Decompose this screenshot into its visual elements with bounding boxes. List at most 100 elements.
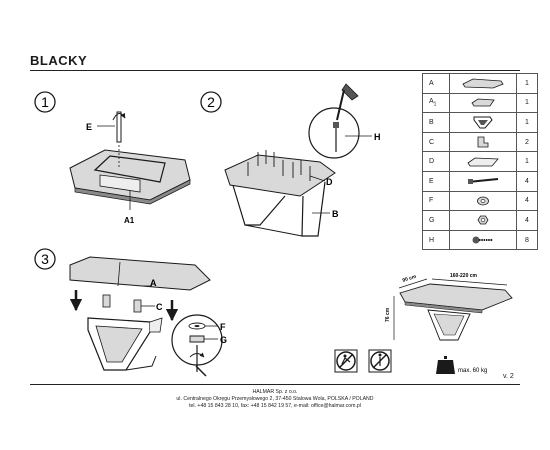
step-1-badge (34, 91, 56, 113)
step1-rotate-arrow (112, 112, 126, 121)
footer-contact: tel. +48 15 843 28 10, fax: +48 15 842 1… (189, 403, 361, 409)
part-label: A1 (422, 92, 450, 114)
callout-c: C (156, 302, 163, 312)
part-label: D (422, 151, 450, 172)
part-quantity: 1 (516, 151, 538, 172)
dim-depth-line (398, 278, 428, 289)
weight-icon (436, 356, 455, 374)
bracket-icon (449, 131, 517, 153)
part-quantity: 2 (516, 131, 538, 153)
company-footer: HALMAR Sp. z o.o. ul. Centralnego Okręgu… (0, 389, 550, 410)
callout-a1: A1 (124, 216, 135, 225)
allen-key-icon (341, 83, 359, 101)
footer-address: ul. Centralnego Okręgu Przemysłowego 2, … (176, 396, 374, 402)
part-quantity: 8 (516, 229, 538, 251)
dim-tabletop-edge (404, 301, 483, 314)
callout-d: D (326, 177, 333, 187)
step3-base-top (149, 317, 163, 333)
part-label: E (422, 170, 450, 192)
step-3-number: 3 (41, 251, 49, 267)
step3-bracket-right (133, 299, 142, 313)
part-quantity: 4 (516, 190, 538, 212)
part-label: A (422, 73, 450, 94)
dim-depth-label: 90 cm (402, 274, 418, 284)
step3-rotate-arrow (189, 352, 205, 358)
product-title: BLACKY (30, 53, 88, 68)
step2-base-bar (244, 224, 303, 237)
step2-leg-left (231, 181, 286, 226)
callout-e: E (86, 122, 92, 132)
part-label: G (422, 210, 450, 231)
step3-base-inner (95, 325, 143, 363)
base-frame-icon (449, 112, 517, 133)
step3-wrench (195, 365, 207, 377)
step-3-group: 3 A C F G (34, 248, 227, 377)
parts-row: A1 1 (422, 92, 538, 114)
step-2-group: 2 H D B (200, 83, 381, 237)
callout-b: B (332, 209, 339, 219)
part-quantity: 4 (516, 170, 538, 192)
step2-screws (247, 150, 311, 181)
step3-leaf-joint (117, 261, 121, 287)
part-label: C (422, 131, 450, 153)
step2-detail-circle (308, 107, 360, 159)
part-label: F (422, 190, 450, 212)
tabletop-icon (449, 73, 517, 94)
step2-plate (224, 154, 336, 197)
part-quantity: 1 (516, 112, 538, 133)
step3-bracket-left (102, 294, 111, 308)
step3-tabletop (69, 256, 211, 291)
part-quantity: 4 (516, 210, 538, 231)
footer-divider (30, 384, 520, 385)
header-divider (30, 70, 520, 71)
part-label: H (422, 229, 450, 251)
long-bolt-icon (449, 170, 517, 192)
step1-frame (93, 155, 166, 183)
step-2-badge (200, 91, 222, 113)
part-label: B (422, 112, 450, 133)
callout-a: A (150, 278, 157, 288)
step2-screw-head (333, 122, 339, 128)
callout-g: G (220, 335, 227, 345)
no-sitting-warning-icon (334, 349, 358, 373)
mounting-plate-icon (449, 151, 517, 172)
document-version: v. 2 (503, 373, 514, 380)
part-quantity: 1 (516, 92, 538, 114)
extension-leaf-icon (449, 92, 517, 114)
screw-icon (449, 229, 517, 251)
step-1-number: 1 (41, 94, 49, 110)
step1-tabletop-edge (74, 179, 191, 205)
no-standing-warning-icon (368, 349, 392, 373)
step-1-group: 1 E A1 (34, 91, 191, 225)
step3-washer-hole (194, 325, 200, 327)
step1-bolt (116, 111, 122, 143)
dimension-drawing: 90 cm 160-220 cm 76 cm (385, 273, 513, 341)
step3-base-side (104, 355, 157, 371)
step-2-number: 2 (207, 94, 215, 110)
washer-icon (449, 190, 517, 212)
part-quantity: 1 (516, 73, 538, 94)
dim-base-inner (433, 313, 465, 336)
dim-length-label: 160-220 cm (450, 273, 478, 279)
step-3-badge (34, 248, 56, 270)
step2-leg-right (301, 181, 326, 237)
callout-h: H (374, 132, 381, 142)
footer-company-name: HALMAR Sp. z o.o. (252, 389, 298, 395)
dim-height-label: 76 cm (385, 307, 391, 322)
callout-f: F (220, 322, 226, 332)
nut-icon (449, 210, 517, 231)
step2-callout-line-d (309, 175, 326, 182)
max-load-label: max. 60 kg (458, 368, 487, 374)
step2-allen-key-shaft (336, 89, 345, 121)
dim-length-line (431, 278, 508, 286)
